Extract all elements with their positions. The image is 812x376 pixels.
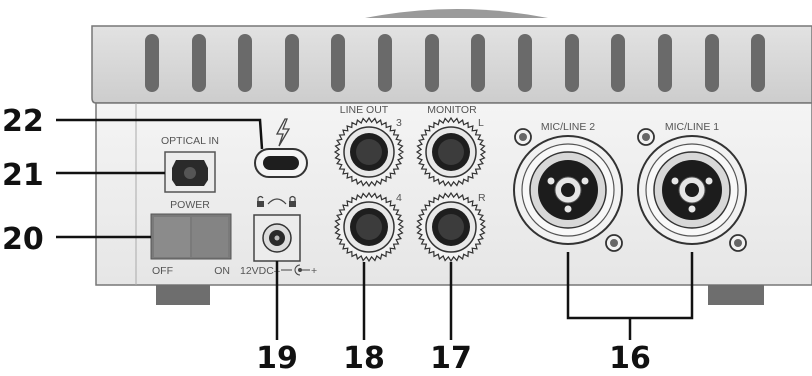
vent-slot [192, 34, 206, 92]
vent-slot [611, 34, 625, 92]
trs-jacks [333, 116, 487, 263]
line-out-3-label: 3 [396, 117, 402, 129]
callout-19: 19 [256, 341, 298, 376]
vent-slot [518, 34, 532, 92]
callout-20: 20 [2, 222, 44, 257]
vent-slot [238, 34, 252, 92]
optical-in-port[interactable] [164, 151, 216, 193]
callout-lines [56, 118, 694, 340]
line-out-3-jack[interactable] [333, 116, 405, 188]
power-on-label: ON [214, 265, 230, 277]
thunderbolt-port[interactable] [254, 148, 308, 178]
line-out-4-jack[interactable] [333, 191, 405, 263]
callout-18: 18 [343, 341, 385, 376]
power-label: POWER [170, 199, 210, 211]
vent-slots [145, 34, 765, 92]
monitor-label: MONITOR [427, 104, 477, 116]
callout-17: 17 [430, 341, 472, 376]
foot-left [156, 285, 210, 305]
monitor-l-label: L [478, 117, 484, 129]
mic-line-1-label: MIC/LINE 1 [665, 121, 719, 133]
combo-jacks [513, 128, 747, 252]
monitor-r-jack[interactable] [415, 191, 487, 263]
monitor-r-label: R [478, 192, 486, 204]
monitor-l-jack[interactable] [415, 116, 487, 188]
lock-icon [257, 195, 296, 207]
vent-slot [565, 34, 579, 92]
heatsink-housing [91, 9, 812, 104]
optical-in-label: OPTICAL IN [161, 135, 219, 147]
dc-power-jack[interactable] [253, 214, 301, 262]
vent-slot [705, 34, 719, 92]
line-out-label: LINE OUT [340, 104, 389, 116]
vent-slot [331, 34, 345, 92]
vent-slot [425, 34, 439, 92]
vent-slot [658, 34, 672, 92]
callout-21: 21 [2, 158, 44, 193]
callout-line-22 [56, 118, 264, 150]
vent-slot [751, 34, 765, 92]
svg-text:+: + [311, 265, 317, 277]
thunderbolt-icon [275, 118, 291, 147]
top-bump [365, 9, 548, 18]
vent-slot [471, 34, 485, 92]
mic-line-2-label: MIC/LINE 2 [541, 121, 595, 133]
power-off-label: OFF [152, 265, 173, 277]
foot-right [708, 285, 764, 305]
dc-input-label: 12VDC [240, 265, 274, 277]
power-switch[interactable] [150, 213, 232, 260]
vent-slot [285, 34, 299, 92]
line-out-4-label: 4 [396, 192, 402, 204]
callout-16: 16 [609, 341, 651, 376]
mic-line-1-combo-jack[interactable] [637, 128, 747, 252]
vent-slot [378, 34, 392, 92]
callout-22: 22 [2, 104, 44, 139]
vent-slot [145, 34, 159, 92]
mic-line-2-combo-jack[interactable] [513, 128, 623, 252]
